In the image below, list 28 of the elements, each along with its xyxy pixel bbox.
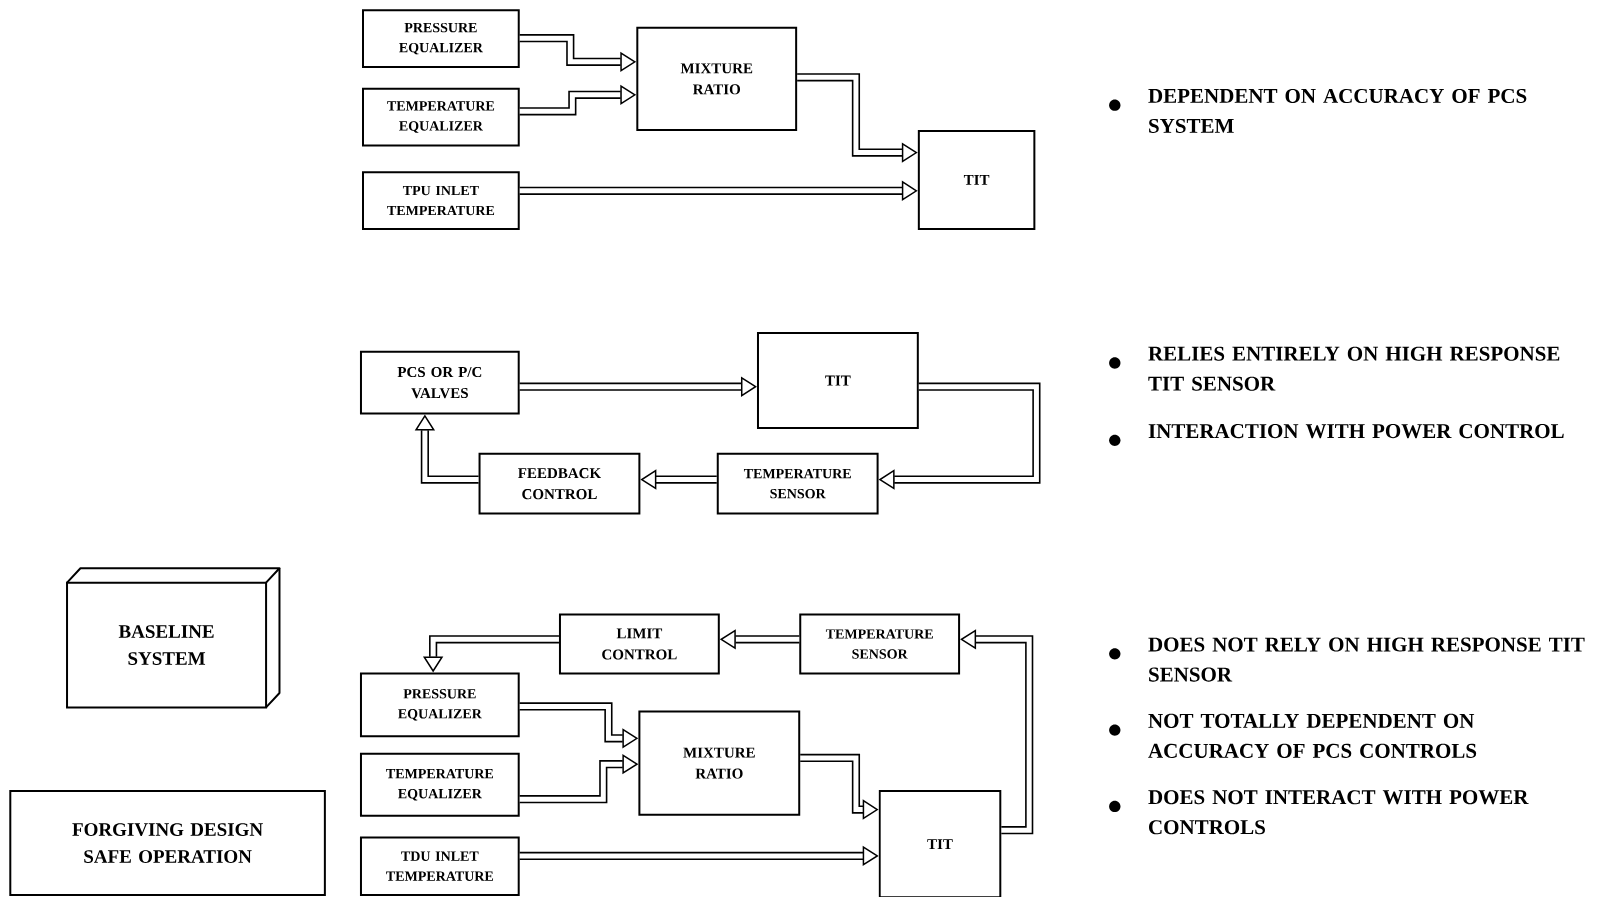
process-box: PRESSURE EQUALIZER — [359, 672, 520, 738]
block-drawing: BASELINE SYSTEM — [66, 567, 281, 709]
process-box: MIXTURE RATIO — [638, 710, 801, 816]
process-box: PRESSURE EQUALIZER — [362, 9, 520, 68]
process-box: TEMPERATURE SENSOR — [716, 452, 879, 515]
process-box: MIXTURE RATIO — [636, 26, 798, 131]
process-box: TEMPERATURE SENSOR — [799, 613, 961, 675]
process-box: TEMPERATURE EQUALIZER — [362, 87, 520, 147]
pipe-arrow — [519, 376, 757, 397]
process-box: FORGIVING DESIGN SAFE OPERATION — [9, 789, 326, 897]
process-box: TIT — [878, 789, 1002, 897]
bullet-text: NOT TOTALLY DEPENDENT ON ACCURACY OF PCS CONTROLS — [1148, 713, 1477, 758]
process-box: FEEDBACK CONTROL — [478, 452, 641, 515]
pipe-arrow — [960, 629, 1034, 835]
process-box: TIT — [917, 129, 1036, 230]
pipe-arrow — [519, 180, 918, 201]
bullet-text: DEPENDENT ON ACCURACY OF PCS SYSTEM — [1148, 88, 1527, 133]
pipe-arrow — [797, 73, 918, 163]
bullet-text: DOES NOT RELY ON HIGH RESPONSE TIT SENSOR — [1148, 637, 1585, 682]
bullet-text: INTERACTION WITH POWER CONTROL — [1148, 423, 1564, 439]
process-box: TPU INLET TEMPERATURE — [362, 171, 520, 230]
process-box: TIT — [757, 332, 919, 429]
bullet-text: DOES NOT INTERACT WITH POWER CONTROLS — [1148, 790, 1529, 835]
bullet-text: RELIES ENTIRELY ON HIGH RESPONSE TIT SENSOR — [1148, 346, 1560, 391]
process-box: TDU INLET TEMPERATURE — [359, 836, 520, 896]
process-box: LIMIT CONTROL — [558, 613, 720, 675]
process-box: TEMPERATURE EQUALIZER — [359, 752, 520, 817]
process-box: PCS OR P/C VALVES — [359, 350, 520, 415]
